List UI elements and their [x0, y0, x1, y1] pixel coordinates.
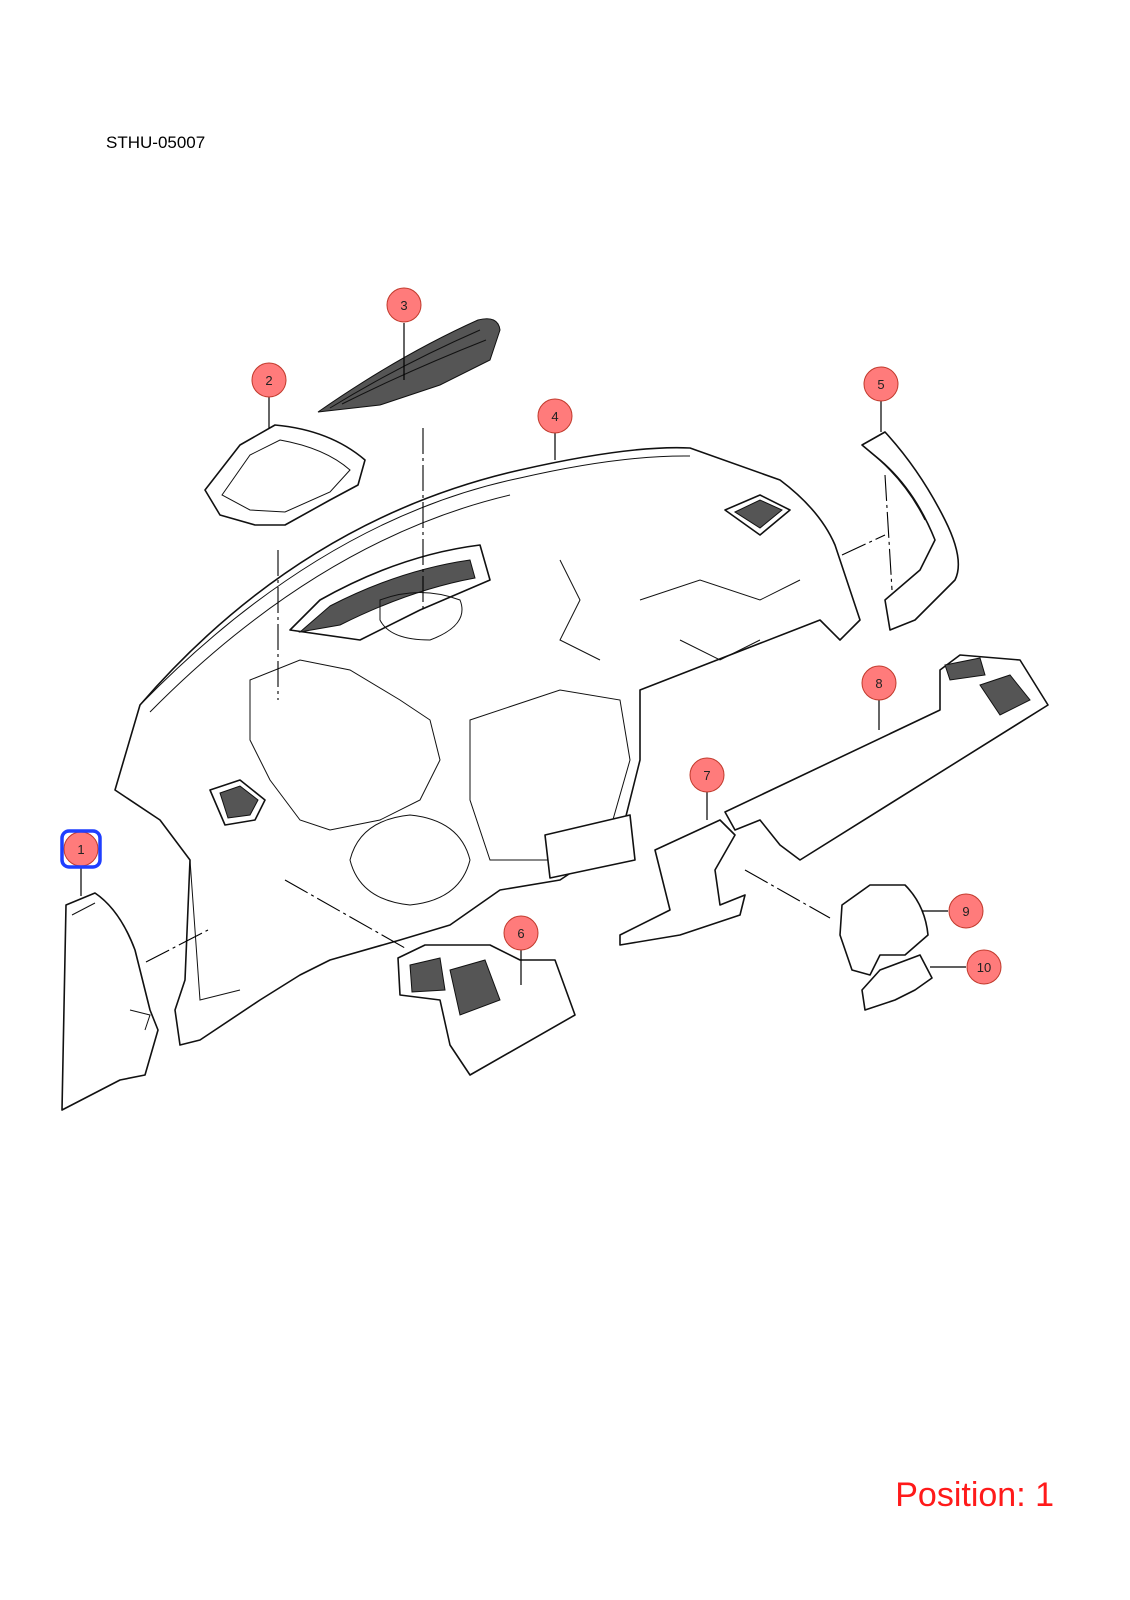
defroster-grille-part[interactable] — [317, 318, 501, 413]
end-panel-part[interactable] — [61, 892, 159, 1111]
callout-10[interactable]: 10 — [966, 949, 1002, 985]
callout-9[interactable]: 9 — [948, 893, 984, 929]
callout-3[interactable]: 3 — [386, 287, 422, 323]
drawing-code: STHU-05007 — [106, 133, 206, 152]
svg-text:2: 2 — [265, 373, 272, 388]
svg-text:9: 9 — [962, 904, 969, 919]
assembly-lines — [145, 428, 893, 963]
callout-4[interactable]: 4 — [537, 398, 573, 434]
position-label: Position: 1 — [895, 1476, 1054, 1514]
cluster-hood-part[interactable] — [204, 424, 366, 526]
svg-text:6: 6 — [517, 926, 524, 941]
callout-2[interactable]: 2 — [251, 362, 287, 398]
svg-text:7: 7 — [703, 768, 710, 783]
callout-1[interactable]: 1 — [60, 829, 102, 869]
svg-text:10: 10 — [977, 960, 991, 975]
passenger-trim-part[interactable] — [724, 654, 1049, 861]
callout-5[interactable]: 5 — [863, 366, 899, 402]
center-vent-part[interactable] — [397, 944, 576, 1076]
svg-text:8: 8 — [875, 676, 882, 691]
svg-text:1: 1 — [77, 842, 84, 857]
callout-7[interactable]: 7 — [689, 757, 725, 793]
leader-lines — [80, 323, 966, 985]
console-trim-part[interactable] — [619, 819, 746, 946]
side-trim-part[interactable] — [861, 431, 960, 631]
svg-text:5: 5 — [877, 377, 884, 392]
column-shroud-lower-part[interactable] — [861, 954, 933, 1011]
column-shroud-upper-part[interactable] — [839, 884, 929, 976]
svg-text:4: 4 — [551, 409, 558, 424]
callout-6[interactable]: 6 — [503, 915, 539, 951]
svg-text:3: 3 — [400, 298, 407, 313]
callout-8[interactable]: 8 — [861, 665, 897, 701]
instrument-panel-part[interactable] — [114, 446, 861, 1046]
